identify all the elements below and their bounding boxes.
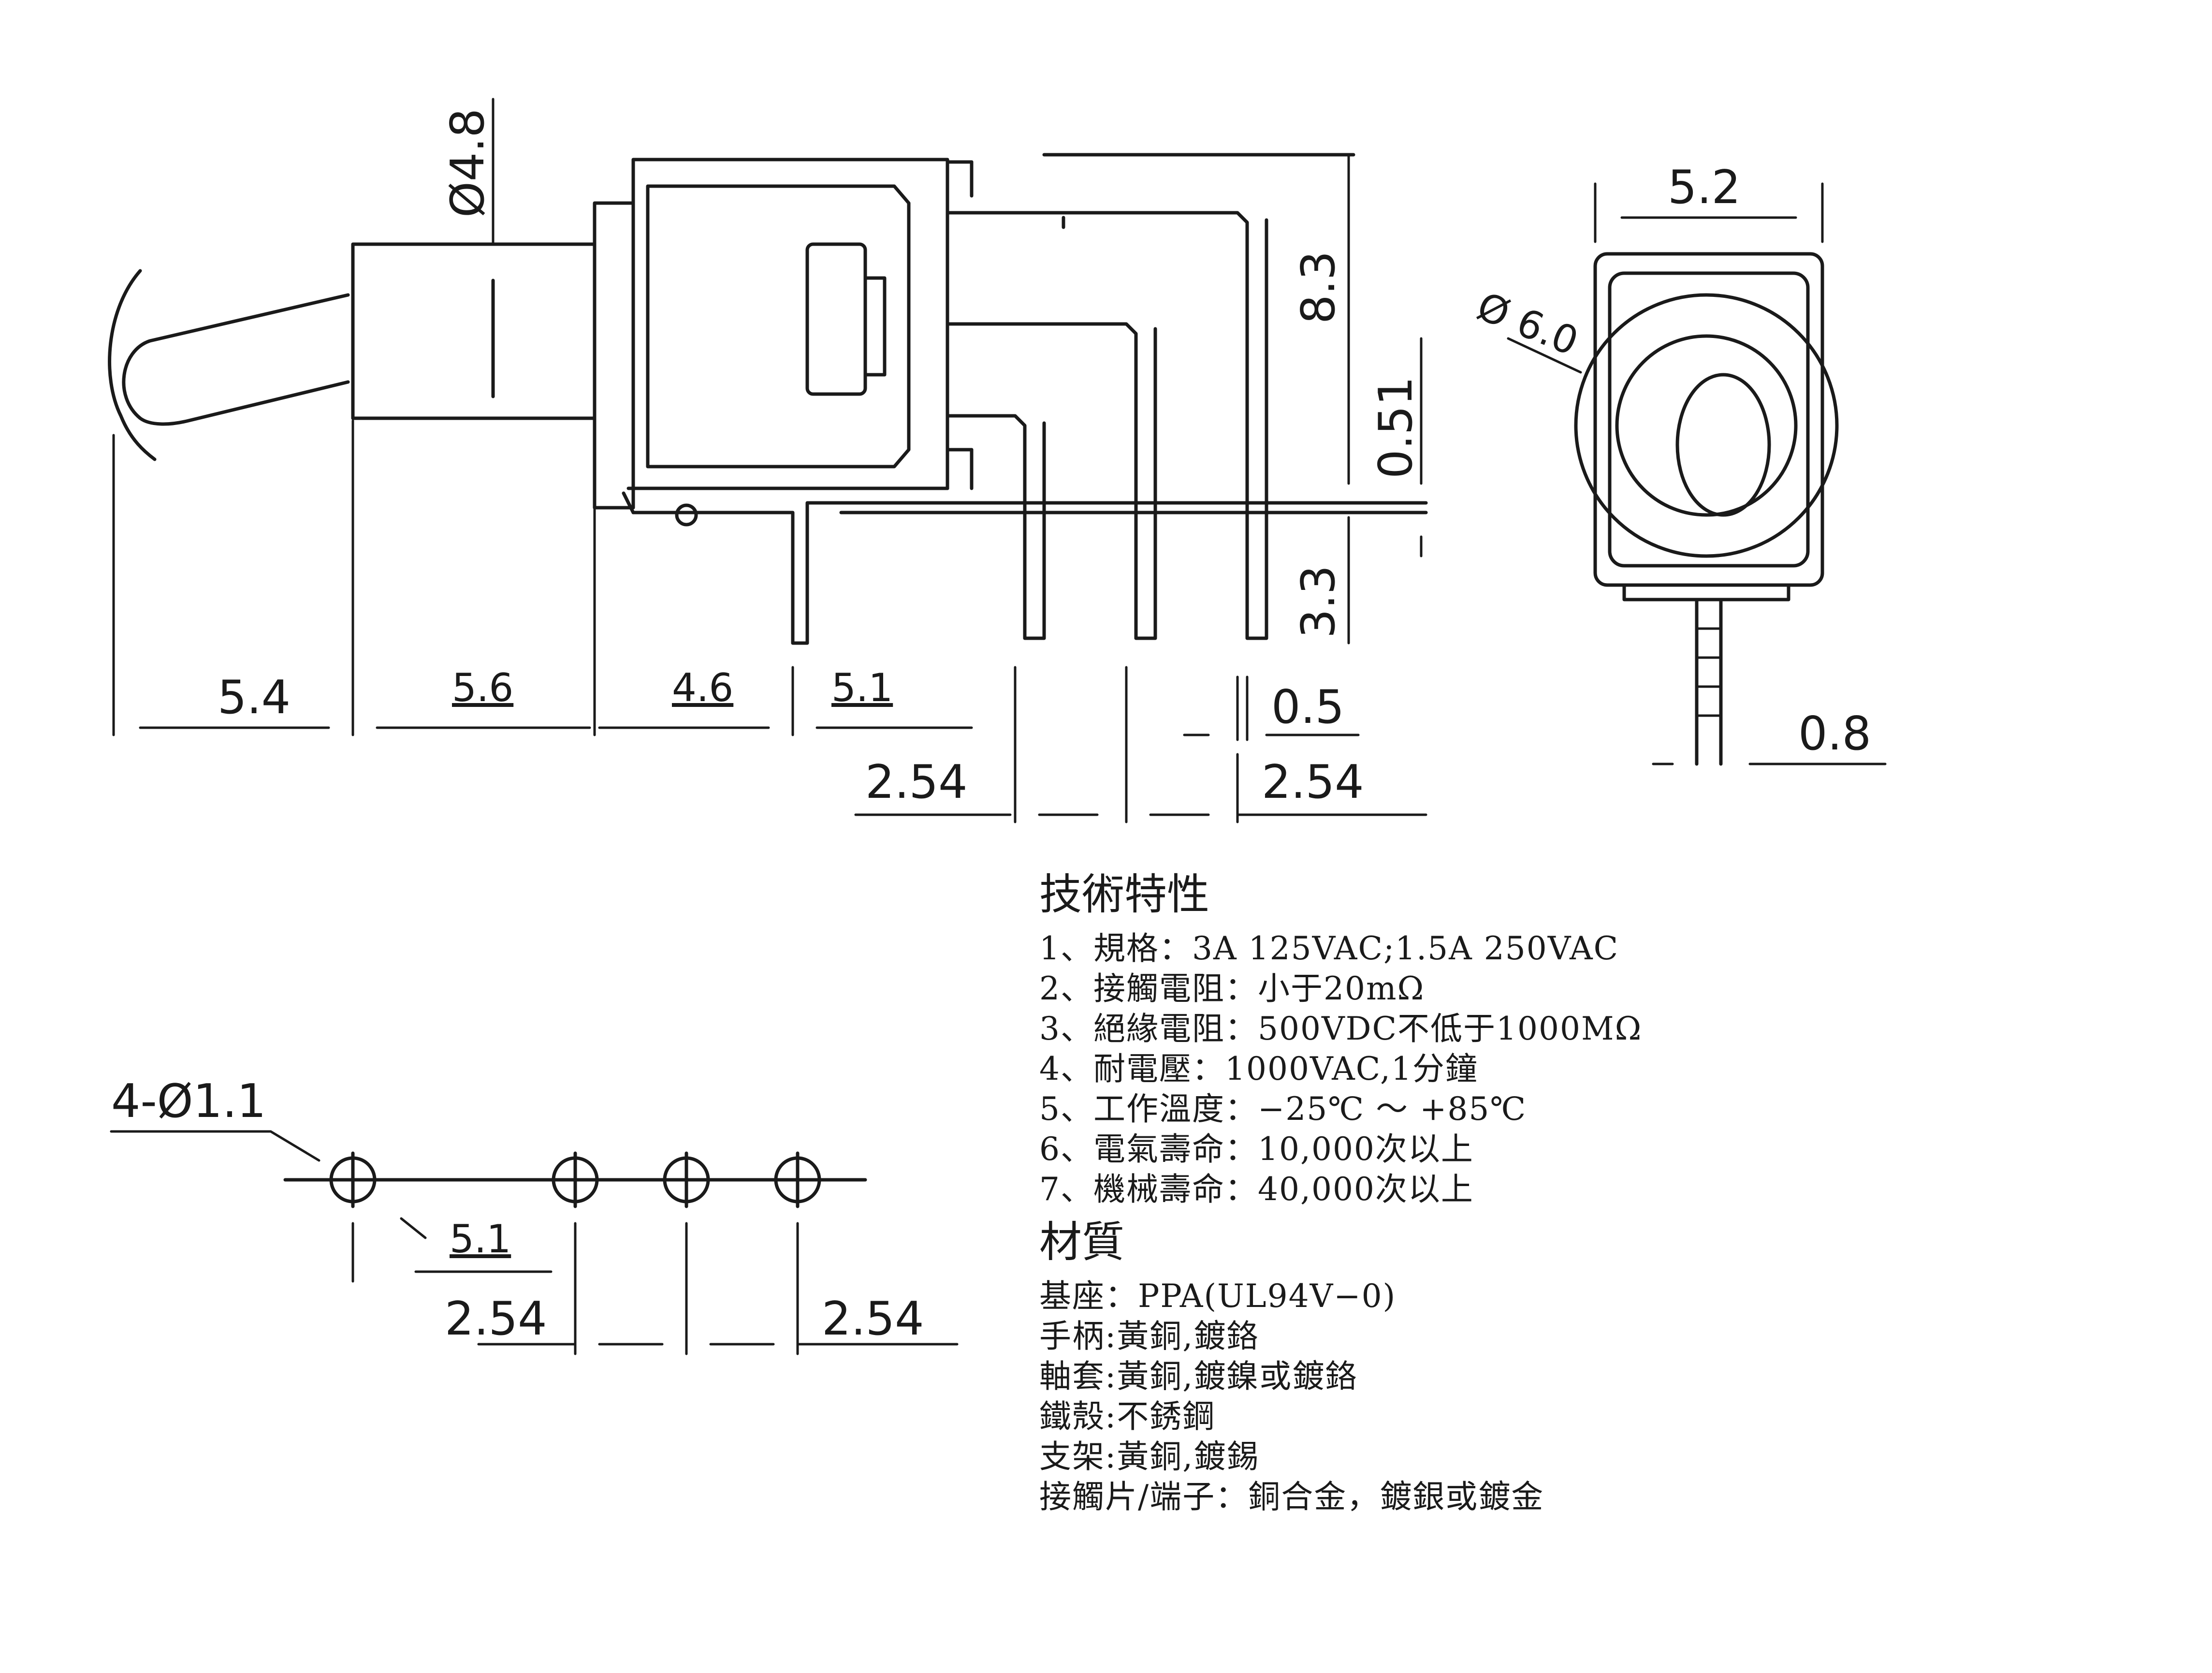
material-item: 接觸片/端子：銅合金，鍍銀或鍍金 (1039, 1478, 1544, 1515)
handle-arc (108, 269, 157, 461)
spec-item: 3、絕緣電阻：500VDC不低于1000MΩ (1039, 1010, 1643, 1047)
spec-item: 1、規格：3A 125VAC;1.5A 250VAC (1039, 930, 1619, 967)
spec-item: 5、工作溫度：−25℃ ～ +85℃ (1039, 1090, 1527, 1128)
dim-pitch-right: 2.54 (1262, 756, 1364, 809)
side-view (108, 153, 1428, 645)
side-dimensions: Ø4.8 8.3 0.51 3.3 5.4 5.6 4.6 5.1 0.5 (112, 98, 1427, 823)
dim-pin-height: 3.3 (1292, 565, 1345, 638)
material-item: 手柄:黃銅,鍍鉻 (1039, 1318, 1260, 1355)
dim-holes-spec: 4-Ø1.1 (111, 1075, 266, 1128)
hole-pattern: 4-Ø1.1 5.1 2.54 2.54 (110, 1075, 959, 1355)
dim-holes-offset: 5.1 (450, 1217, 511, 1262)
housing-flange (593, 201, 635, 510)
material-item: 支架:黃銅,鍍錫 (1039, 1438, 1260, 1475)
dim-handle-length: 5.4 (218, 671, 291, 724)
spec-item: 7、機械壽命：40,000次以上 (1039, 1171, 1474, 1208)
dim-front-diameter: Ø 6.0 (1471, 283, 1585, 364)
material-item: 軸套:黃銅,鍍鎳或鍍鉻 (1039, 1358, 1358, 1395)
front-body-outline (1593, 252, 1824, 587)
material-item: 鐵殼:不銹鋼 (1039, 1398, 1216, 1435)
dim-holes-pitch-right: 2.54 (822, 1292, 924, 1346)
dim-handle-diameter: Ø4.8 (441, 108, 495, 218)
front-handle-tip (1675, 373, 1771, 517)
spec-item: 2、接觸電阻：小于20mΩ (1039, 970, 1425, 1007)
spec-item: 6、電氣壽命：10,000次以上 (1039, 1130, 1474, 1168)
dim-body-length: 4.6 (672, 665, 733, 710)
dim-holes-pitch-left: 2.54 (445, 1292, 547, 1346)
front-bushing-circle (1574, 293, 1839, 558)
front-view (1574, 252, 1839, 766)
spec-item: 4、耐電壓：1000VAC,1分鐘 (1039, 1050, 1478, 1087)
material-item: 基座：PPA(UL94V−0) (1039, 1277, 1397, 1315)
materials-title: 材質 (1039, 1217, 1125, 1267)
handle-outline (122, 293, 350, 426)
dim-pitch-left: 2.54 (865, 756, 968, 809)
spec-block: 技術特性 1、規格：3A 125VAC;1.5A 250VAC 2、接觸電阻：小… (1039, 870, 1642, 1517)
housing-outline (631, 158, 949, 490)
dim-body-height: 8.3 (1292, 251, 1345, 324)
slider-window (805, 242, 867, 396)
dim-front-width: 5.2 (1668, 161, 1741, 214)
dim-front-pin: 0.8 (1798, 707, 1871, 761)
dim-bushing-length: 5.6 (452, 665, 513, 710)
dim-pcb-height: 0.51 (1369, 376, 1423, 479)
front-pin (1695, 598, 1723, 766)
dim-pin-width: 0.5 (1271, 681, 1344, 734)
bushing-outline (351, 242, 597, 420)
dim-pin-offset: 5.1 (831, 665, 893, 710)
tech-specs-title: 技術特性 (1039, 869, 1210, 919)
